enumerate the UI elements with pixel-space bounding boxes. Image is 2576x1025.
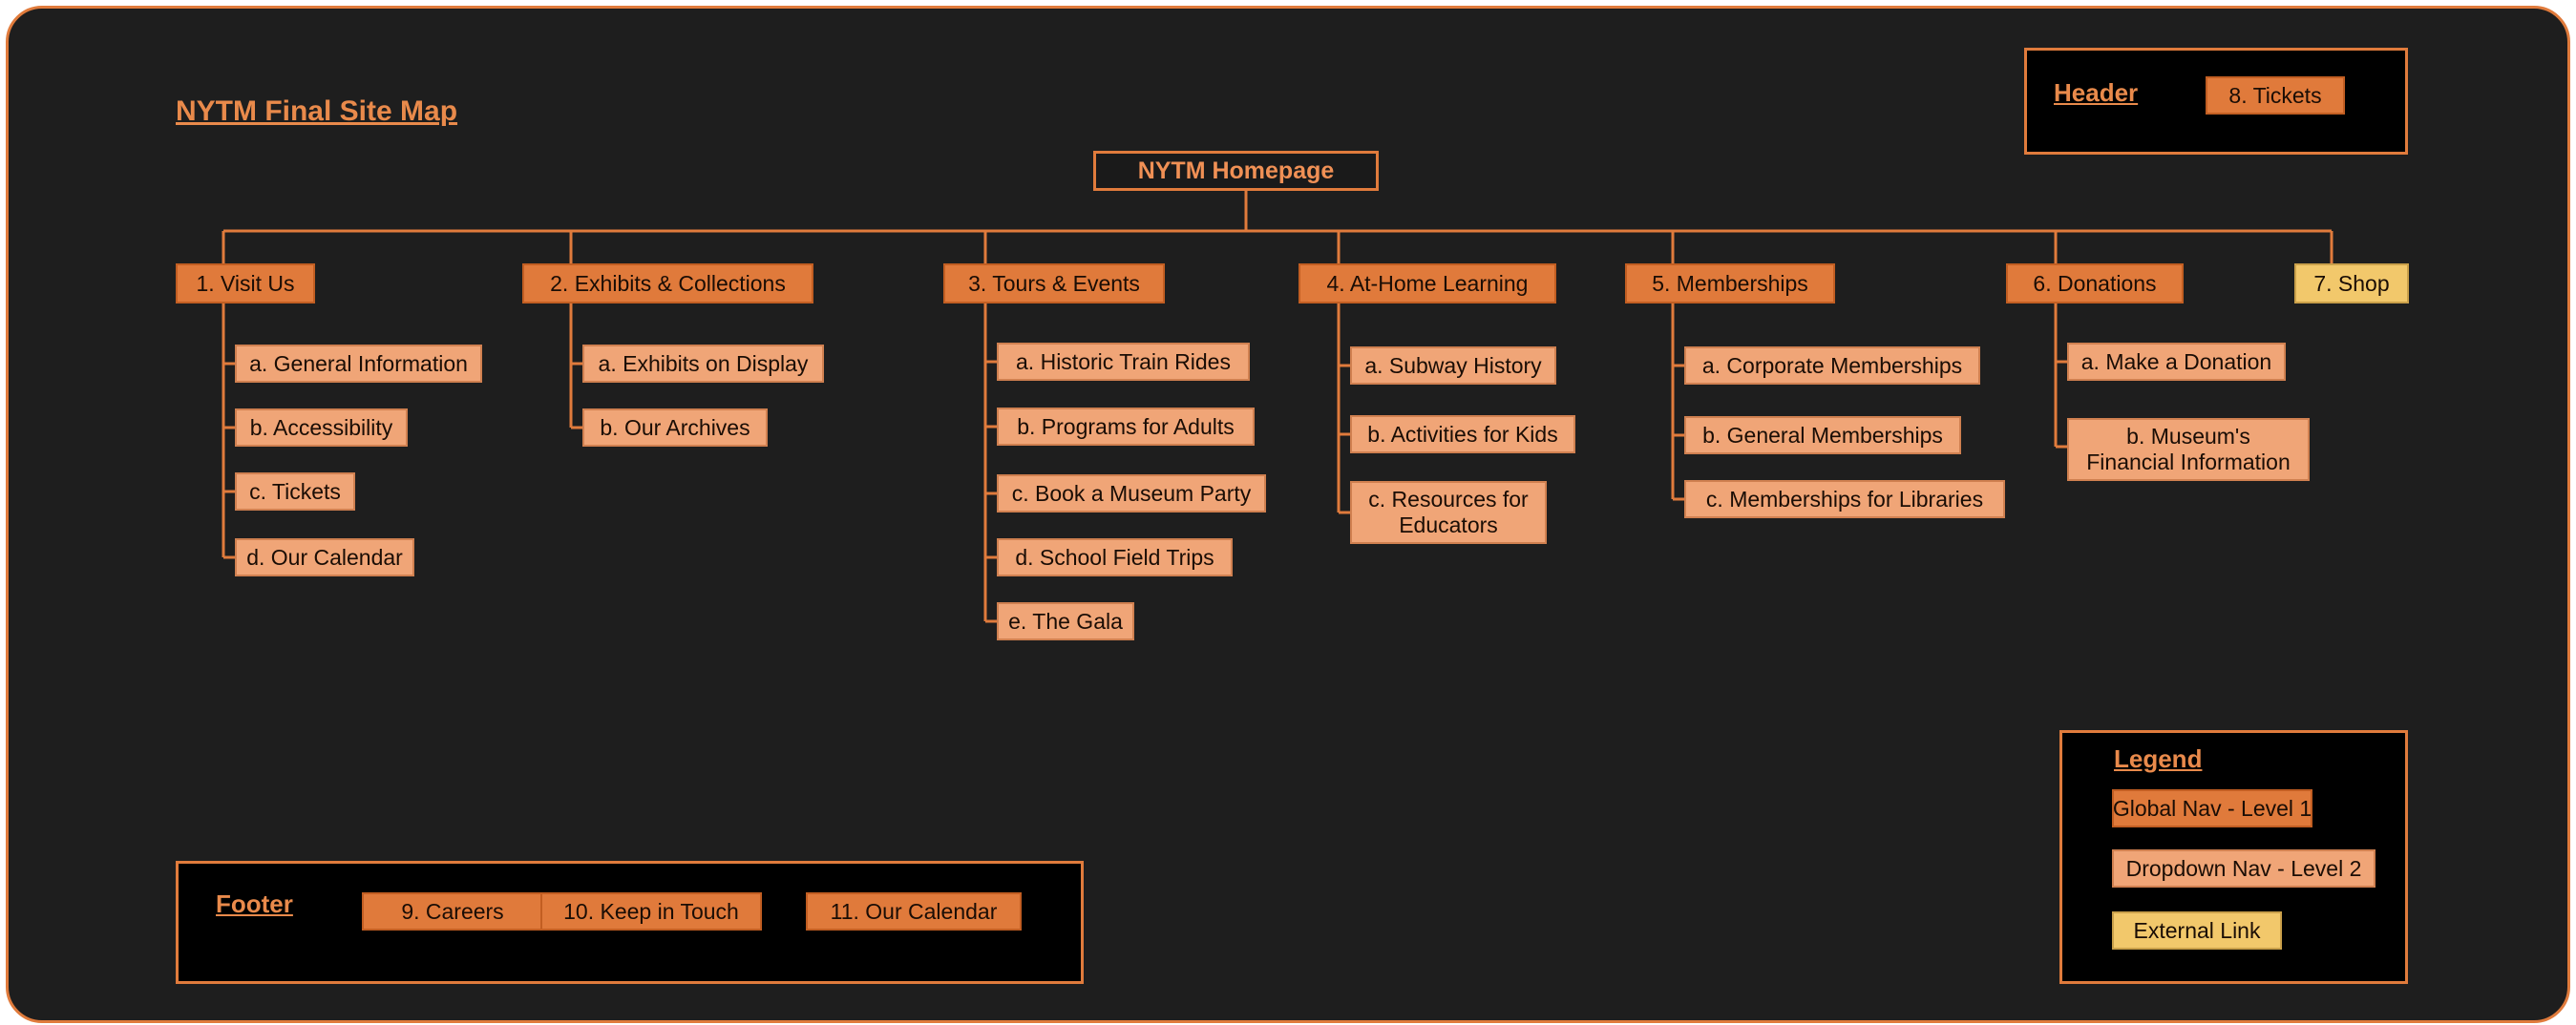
- footer-item-our-calendar: 11. Our Calendar: [806, 892, 1022, 931]
- visit-tickets: c. Tickets: [235, 472, 355, 511]
- legend-external-link: External Link: [2112, 911, 2282, 950]
- tours-book-museum-party: c. Book a Museum Party: [997, 474, 1266, 512]
- tours-historic-train-rides: a. Historic Train Rides: [997, 343, 1250, 381]
- level1-tours-events: 3. Tours & Events: [943, 263, 1165, 303]
- level1-memberships: 5. Memberships: [1625, 263, 1835, 303]
- level1-at-home-learning: 4. At-Home Learning: [1299, 263, 1556, 303]
- visit-our-calendar: d. Our Calendar: [235, 538, 414, 576]
- exhibits-on-display: a. Exhibits on Display: [582, 345, 824, 383]
- donations-financial-information: b. Museum's Financial Information: [2067, 418, 2310, 481]
- visit-general-information: a. General Information: [235, 345, 482, 383]
- memberships-general: b. General Memberships: [1684, 416, 1961, 454]
- footer-label: Footer: [216, 889, 293, 918]
- level1-donations: 6. Donations: [2006, 263, 2184, 303]
- learning-activities-for-kids: b. Activities for Kids: [1350, 415, 1575, 453]
- visit-accessibility: b. Accessibility: [235, 408, 408, 447]
- page-title: NYTM Final Site Map: [176, 95, 458, 127]
- footer-item-careers: 9. Careers: [362, 892, 543, 931]
- header-item-tickets: 8. Tickets: [2206, 76, 2345, 115]
- tours-school-field-trips: d. School Field Trips: [997, 538, 1233, 576]
- level1-visit-us: 1. Visit Us: [176, 263, 315, 303]
- learning-subway-history: a. Subway History: [1350, 346, 1556, 385]
- header-label: Header: [2054, 78, 2139, 107]
- legend-global-nav: Global Nav - Level 1: [2112, 789, 2312, 827]
- memberships-corporate: a. Corporate Memberships: [1684, 346, 1980, 385]
- tours-programs-for-adults: b. Programs for Adults: [997, 408, 1255, 446]
- homepage-node: NYTM Homepage: [1093, 151, 1379, 191]
- legend-label: Legend: [2114, 744, 2203, 773]
- exhibits-our-archives: b. Our Archives: [582, 408, 768, 447]
- donations-make-donation: a. Make a Donation: [2067, 343, 2286, 381]
- external-shop: 7. Shop: [2294, 263, 2409, 303]
- legend-dropdown-nav: Dropdown Nav - Level 2: [2112, 849, 2375, 888]
- memberships-for-libraries: c. Memberships for Libraries: [1684, 480, 2005, 518]
- tours-the-gala: e. The Gala: [997, 602, 1134, 640]
- level1-exhibits-collections: 2. Exhibits & Collections: [522, 263, 813, 303]
- learning-resources-for-educators: c. Resources for Educators: [1350, 481, 1547, 544]
- footer-item-keep-in-touch: 10. Keep in Touch: [540, 892, 762, 931]
